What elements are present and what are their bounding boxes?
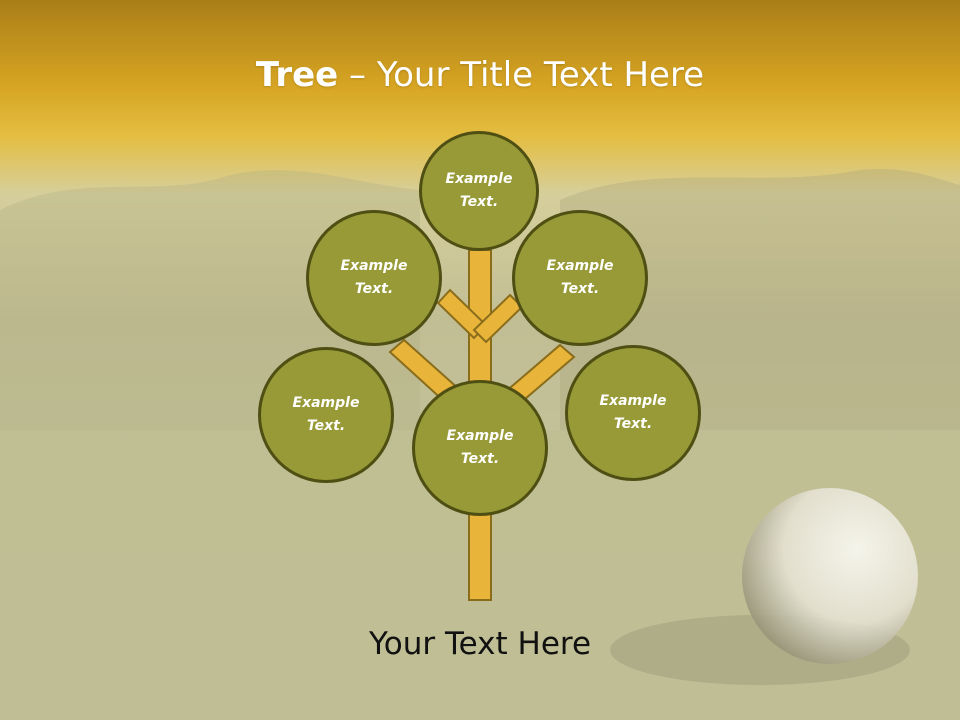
bottom-text[interactable]: Your Text Here — [368, 626, 592, 662]
title-bold: Tree — [255, 55, 339, 95]
node-upper-right[interactable]: Example Text. — [512, 210, 648, 346]
node-center-text: Example Text. — [446, 428, 514, 467]
node-center[interactable]: Example Text. — [412, 380, 548, 516]
node-top[interactable]: Example Text. — [419, 131, 539, 251]
node-lower-left[interactable]: Example Text. — [258, 347, 394, 483]
node-lower-left-text: Example Text. — [292, 395, 360, 434]
node-top-text: Example Text. — [445, 171, 513, 210]
node-upper-left-text: Example Text. — [340, 258, 408, 297]
node-lower-right-text: Example Text. — [599, 393, 667, 432]
node-upper-right-text: Example Text. — [546, 258, 614, 297]
node-lower-right[interactable]: Example Text. — [565, 345, 701, 481]
slide-title[interactable]: Tree – Your Title Text Here — [0, 52, 960, 98]
title-rest: – Your Title Text Here — [338, 55, 705, 95]
node-upper-left[interactable]: Example Text. — [306, 210, 442, 346]
